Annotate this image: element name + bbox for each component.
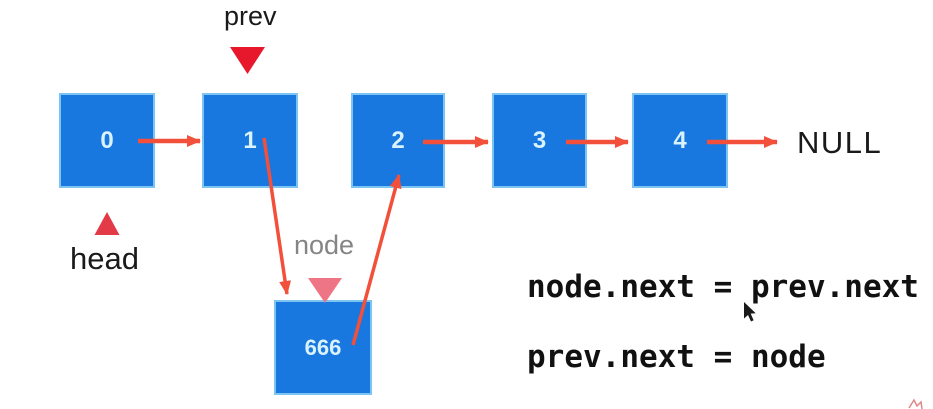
node-box-3: 3 xyxy=(492,93,587,188)
node-pointer-label: node xyxy=(294,230,355,260)
node-box-2: 2 xyxy=(351,93,445,188)
code-line-2: prev.next = node xyxy=(527,339,826,375)
null-terminator-label: NULL xyxy=(797,125,883,160)
node-value-0: 0 xyxy=(100,126,114,154)
node-value-new: 666 xyxy=(304,334,342,360)
node-value-4: 4 xyxy=(673,126,687,154)
head-pointer-label: head xyxy=(70,241,139,276)
node-value-3: 3 xyxy=(532,126,547,154)
prev-marker-triangle-icon xyxy=(230,47,265,74)
node-box-4: 4 xyxy=(632,93,728,188)
node-box-0: 0 xyxy=(59,93,155,188)
code-line-1: node.next = prev.next xyxy=(527,269,919,305)
node-box-1: 1 xyxy=(202,93,298,188)
prev-pointer-label: prev xyxy=(224,1,277,31)
node-box-new-666: 666 xyxy=(274,300,372,395)
node-value-1: 1 xyxy=(243,126,257,154)
stray-red-mark xyxy=(908,398,923,409)
node-value-2: 2 xyxy=(391,126,405,154)
head-marker-triangle-icon xyxy=(94,212,120,235)
